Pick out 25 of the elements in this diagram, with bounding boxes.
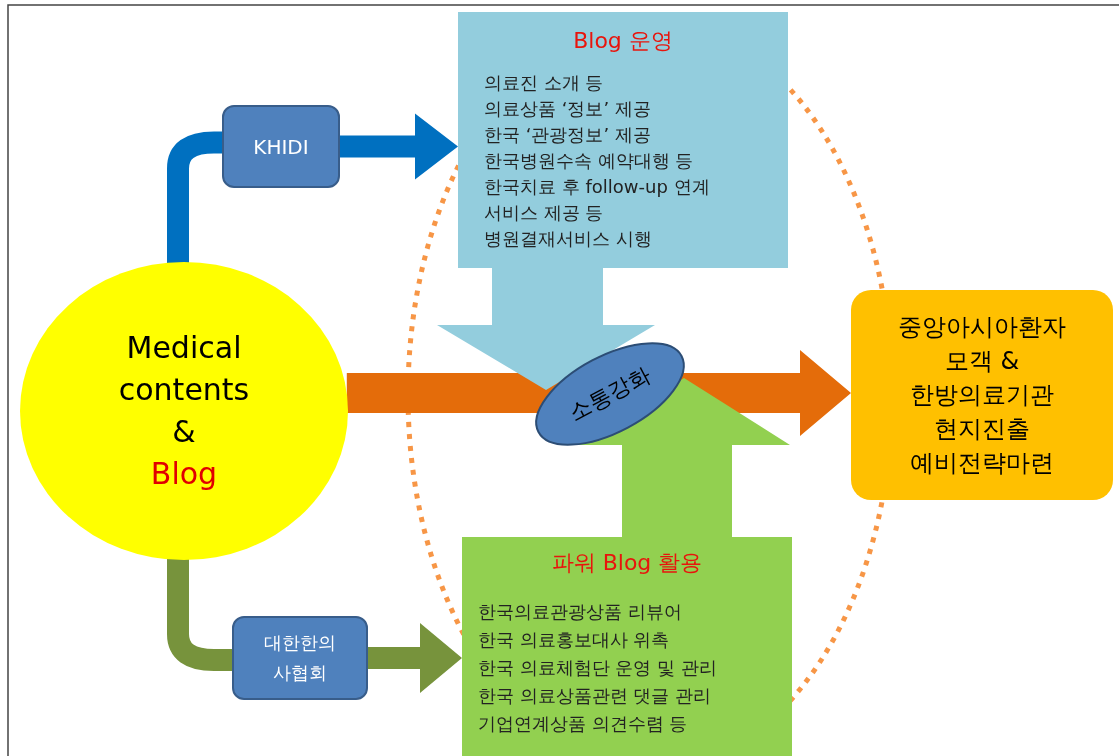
list-item: 병원결재서비스 시행 xyxy=(484,227,652,251)
box-label: 대한한의사협회 xyxy=(263,631,337,685)
list-item: 의료진 소개 등 xyxy=(484,71,604,95)
process-box xyxy=(232,616,368,700)
circle-label: Medical contents & xyxy=(117,329,251,451)
list-item: 기업연계상품 의견수렴 등 xyxy=(478,712,688,736)
block-arrow xyxy=(368,623,462,693)
process-box xyxy=(222,105,340,188)
list-item: 한국의료관광상품 리뷰어 xyxy=(478,600,682,624)
box-label: KHIDI xyxy=(252,133,310,161)
result-box xyxy=(851,290,1113,500)
list-item: 한국 ‘관광정보’ 제공 xyxy=(484,123,651,147)
circle-label: Blog xyxy=(149,455,219,493)
box-heading: Blog 운영 xyxy=(572,27,674,55)
result-label: 중앙아시아환자 모객 & 한방의료기관 현지진출 예비전략마련 xyxy=(897,312,1067,479)
list-item: 한국 의료홍보대사 위촉 xyxy=(478,628,670,652)
list-item: 한국 의료체험단 운영 및 관리 xyxy=(478,656,717,680)
connector-line xyxy=(167,556,232,671)
block-arrow xyxy=(340,113,458,180)
list-item: 한국병원수속 예약대행 등 xyxy=(484,149,694,173)
list-item: 한국치료 후 follow-up 연계 xyxy=(484,175,710,199)
list-item: 의료상품 ‘정보’ 제공 xyxy=(484,97,651,121)
box-heading: 파워 Blog 활용 xyxy=(550,549,704,577)
list-item: 서비스 제공 등 xyxy=(484,201,604,225)
list-item: 한국 의료상품관련 댓글 관리 xyxy=(478,684,712,708)
